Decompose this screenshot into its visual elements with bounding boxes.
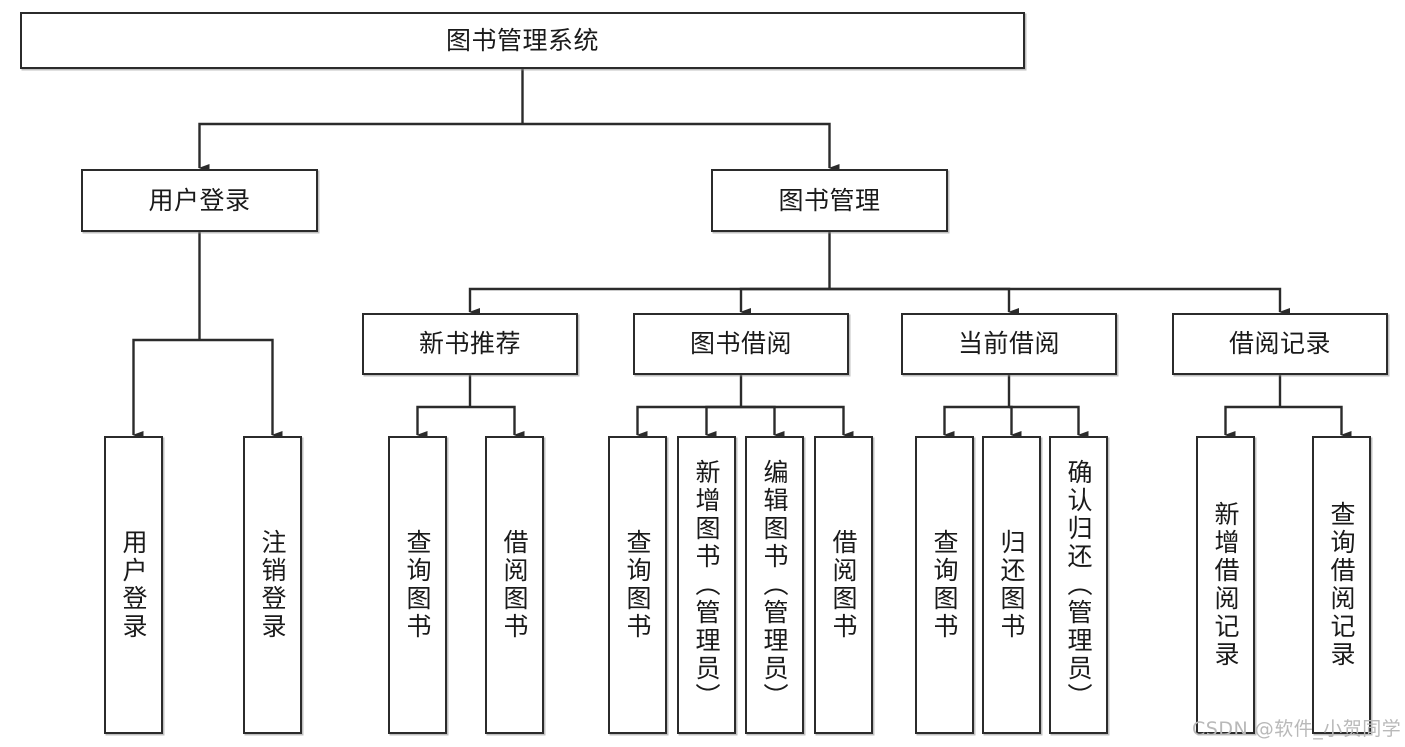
node-label: 查询借阅记录 <box>1327 501 1356 669</box>
node-root-system[interactable]: 图书管理系统 <box>20 12 1025 69</box>
node-label: 借阅记录 <box>1228 329 1331 359</box>
edge-connector <box>739 287 830 317</box>
node-label: 图书管理系统 <box>445 25 599 55</box>
node-leaf-query-book[interactable]: 查询图书 <box>608 436 667 734</box>
node-label: 新增图书（管理员） <box>692 459 721 711</box>
node-leaf-query-book-rec[interactable]: 查询图书 <box>388 436 447 734</box>
node-label: 确认归还（管理员） <box>1064 459 1093 711</box>
node-new-book-recommendation[interactable]: 新书推荐 <box>362 313 578 375</box>
edge-connector <box>199 338 283 440</box>
node-label: 当前借阅 <box>957 329 1060 359</box>
edge-connector <box>468 287 830 317</box>
node-leaf-logout[interactable]: 注销登录 <box>243 436 302 734</box>
node-leaf-user-login[interactable]: 用户登录 <box>104 436 163 734</box>
edge-connector <box>132 338 200 440</box>
node-leaf-borrow-book[interactable]: 借阅图书 <box>814 436 873 734</box>
node-book-borrowing[interactable]: 图书借阅 <box>633 313 849 375</box>
node-leaf-query-record[interactable]: 查询借阅记录 <box>1312 436 1371 734</box>
edge-connector <box>1280 405 1352 440</box>
node-label: 用户登录 <box>119 529 148 641</box>
edge-connector <box>829 287 1019 317</box>
node-leaf-borrow-book-rec[interactable]: 借阅图书 <box>485 436 544 734</box>
node-book-management[interactable]: 图书管理 <box>711 169 948 232</box>
node-label: 新书推荐 <box>418 329 521 359</box>
csdn-watermark: CSDN @软件_小贺同学 <box>1192 718 1402 740</box>
edge-connector <box>705 405 741 440</box>
node-user-login[interactable]: 用户登录 <box>81 169 318 232</box>
node-label: 编辑图书（管理员） <box>760 459 789 711</box>
node-leaf-query-book-cur[interactable]: 查询图书 <box>915 436 974 734</box>
edge-connector <box>470 405 525 440</box>
edge-connector <box>1009 405 1022 440</box>
edge-connector <box>741 405 785 440</box>
edge-connector <box>522 122 840 173</box>
node-label: 查询图书 <box>930 529 959 641</box>
node-label: 图书管理 <box>778 185 881 215</box>
node-label: 借阅图书 <box>829 529 858 641</box>
node-label: 用户登录 <box>148 185 251 215</box>
edge-connector <box>943 405 1009 440</box>
node-label: 图书借阅 <box>689 329 792 359</box>
node-label: 注销登录 <box>258 529 287 641</box>
node-label: 归还图书 <box>997 529 1026 641</box>
node-label: 查询图书 <box>623 529 652 641</box>
edge-connector <box>829 287 1290 317</box>
node-leaf-add-book[interactable]: 新增图书（管理员） <box>677 436 736 734</box>
node-leaf-return-book[interactable]: 归还图书 <box>982 436 1041 734</box>
edge-connector <box>1009 405 1089 440</box>
node-leaf-edit-book[interactable]: 编辑图书（管理员） <box>745 436 804 734</box>
node-borrow-record[interactable]: 借阅记录 <box>1172 313 1388 375</box>
edge-connector <box>416 405 470 440</box>
edge-connector <box>741 405 854 440</box>
node-label: 查询图书 <box>403 529 432 641</box>
edge-connector <box>636 405 741 440</box>
node-leaf-add-record[interactable]: 新增借阅记录 <box>1196 436 1255 734</box>
node-current-borrowing[interactable]: 当前借阅 <box>901 313 1117 375</box>
node-label: 借阅图书 <box>500 529 529 641</box>
node-label: 新增借阅记录 <box>1211 501 1240 669</box>
node-leaf-confirm-return[interactable]: 确认归还（管理员） <box>1049 436 1108 734</box>
edge-connector <box>1224 405 1280 440</box>
edge-connector <box>198 122 523 173</box>
